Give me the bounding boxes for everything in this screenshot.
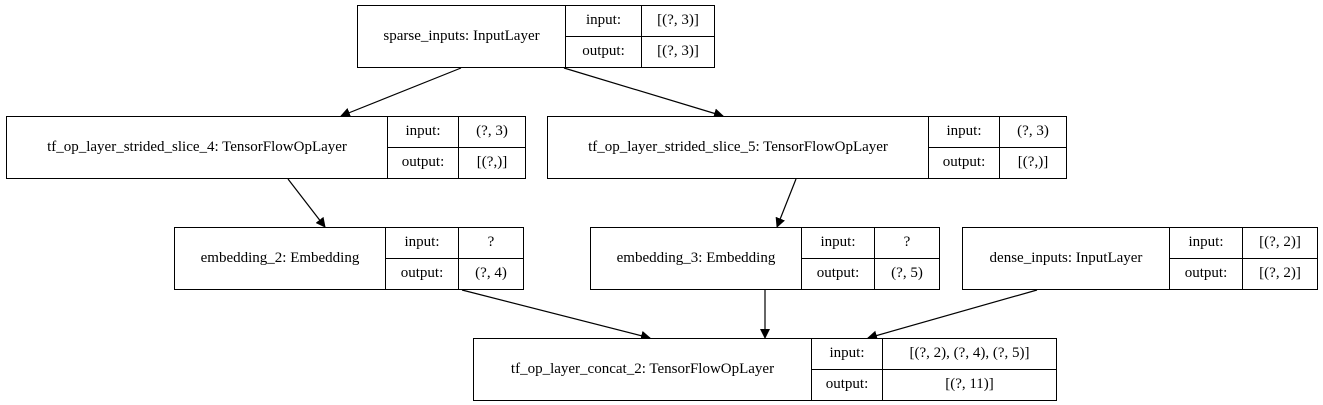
node-sparse-inputs: sparse_inputs: InputLayer input: [(?, 3)… xyxy=(357,5,715,68)
node-concat-2: tf_op_layer_concat_2: TensorFlowOpLayer … xyxy=(473,338,1057,401)
input-shape: [(?, 2)] xyxy=(1243,228,1317,259)
node-embedding-3: embedding_3: Embedding input: ? output: … xyxy=(590,227,940,290)
input-shape: [(?, 3)] xyxy=(642,6,714,37)
output-label: output: xyxy=(929,147,1000,178)
input-label: input: xyxy=(812,339,883,370)
output-label: output: xyxy=(388,147,459,178)
node-name: embedding_3: Embedding xyxy=(591,228,802,289)
input-label: input: xyxy=(386,228,459,259)
input-shape: (?, 3) xyxy=(1000,117,1066,148)
node-name: tf_op_layer_strided_slice_5: TensorFlowO… xyxy=(548,117,929,178)
node-name: tf_op_layer_concat_2: TensorFlowOpLayer xyxy=(474,339,812,400)
output-shape: [(?,)] xyxy=(1017,154,1049,171)
node-embedding-2: embedding_2: Embedding input: ? output: … xyxy=(174,227,524,290)
input-shape: (?, 3) xyxy=(459,117,525,148)
edge-slice5-to-emb3 xyxy=(775,178,797,228)
output-label: output: xyxy=(812,369,883,400)
output-label: output: xyxy=(386,258,459,289)
output-shape: [(?, 2)] xyxy=(1259,265,1301,282)
output-shape: [(?, 11)] xyxy=(945,376,994,393)
output-shape: (?, 4) xyxy=(475,265,507,282)
edge-dense_inputs-to-concat xyxy=(867,289,1038,341)
output-label: output: xyxy=(1170,258,1243,289)
input-label: input: xyxy=(802,228,875,259)
edge-slice4-to-emb2 xyxy=(287,178,326,228)
node-name: embedding_2: Embedding xyxy=(175,228,386,289)
node-strided-slice-5: tf_op_layer_strided_slice_5: TensorFlowO… xyxy=(547,116,1067,179)
node-strided-slice-4: tf_op_layer_strided_slice_4: TensorFlowO… xyxy=(6,116,526,179)
output-shape: [(?,)] xyxy=(476,154,508,171)
output-shape: [(?, 3)] xyxy=(657,43,699,60)
node-name: sparse_inputs: InputLayer xyxy=(358,6,566,67)
node-name: tf_op_layer_strided_slice_4: TensorFlowO… xyxy=(7,117,388,178)
edge-sparse_inputs-to-slice5 xyxy=(563,67,724,119)
output-label: output: xyxy=(566,36,642,67)
input-label: input: xyxy=(1170,228,1243,259)
output-shape: (?, 5) xyxy=(891,265,923,282)
input-shape: [(?, 2), (?, 4), (?, 5)] xyxy=(883,339,1056,370)
input-shape: ? xyxy=(459,228,523,259)
input-label: input: xyxy=(929,117,1000,148)
input-label: input: xyxy=(566,6,642,37)
node-name: dense_inputs: InputLayer xyxy=(963,228,1170,289)
node-dense-inputs: dense_inputs: InputLayer input: [(?, 2)]… xyxy=(962,227,1318,290)
input-label: input: xyxy=(388,117,459,148)
edge-sparse_inputs-to-slice4 xyxy=(340,67,462,118)
output-label: output: xyxy=(802,258,875,289)
input-shape: ? xyxy=(875,228,939,259)
edge-emb2-to-concat xyxy=(461,289,651,341)
